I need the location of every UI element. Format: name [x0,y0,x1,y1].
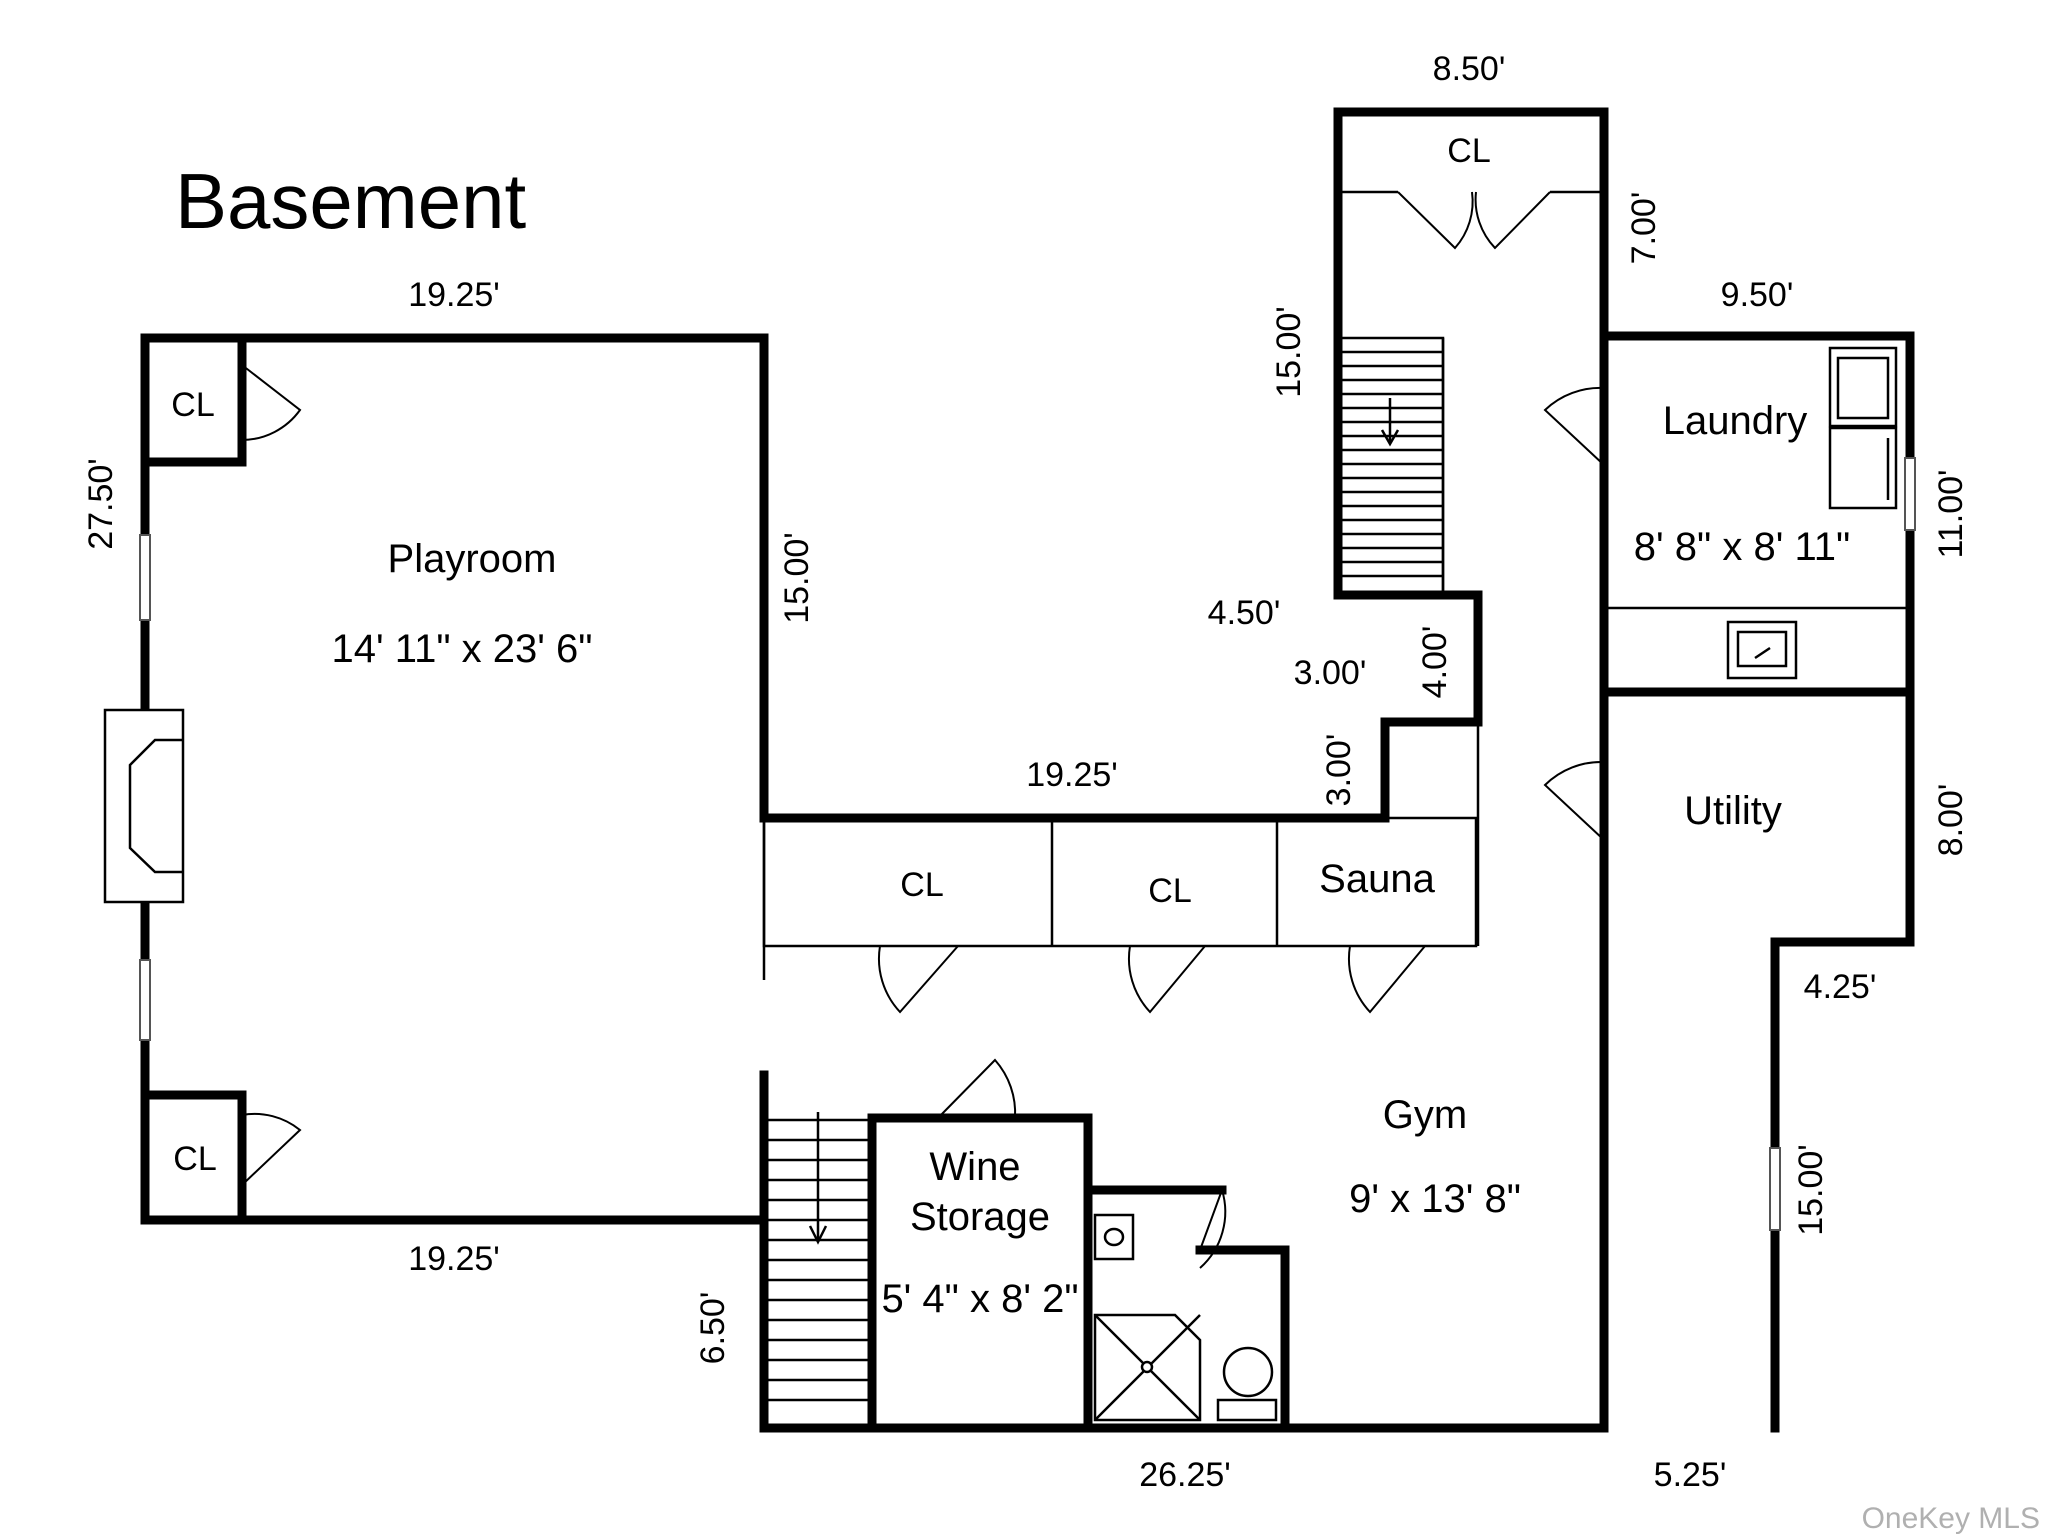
middle-walls [759,107,1609,948]
gym-size: 9' x 13' 8" [1349,1177,1521,1221]
dim-playroom-bottom: 19.25' [408,1240,500,1278]
bathroom [1088,1186,1278,1422]
closet-label-playroom-top: CL [171,386,214,424]
playroom-closet-top [140,333,302,467]
laundry-label: Laundry [1663,399,1808,443]
right-walls [1599,331,1915,1433]
wine-storage-door [937,1058,1017,1119]
dim-step-b: 4.00' [1416,626,1454,699]
closet-label-playroom-bottom: CL [173,1140,216,1178]
dim-playroom-left: 27.50' [82,458,120,550]
dim-stair-closet-depth: 7.00' [1625,192,1663,265]
closet-label-top: CL [1447,132,1490,170]
dim-top-stair-width: 8.50' [1433,50,1506,88]
toilet-icon [1222,1346,1274,1398]
dim-lower-right: 15.00' [1792,1144,1830,1236]
sink-icon [1093,1213,1135,1261]
playroom-closet-bottom [140,1090,302,1225]
dim-landing-width: 4.50' [1208,594,1281,632]
dim-step-a: 3.00' [1294,654,1367,692]
playroom-walls [140,333,769,1225]
watermark: OneKey MLS [1862,1502,2040,1535]
closet-label-middle-1: CL [900,866,943,904]
laundry-size: 8' 8" x 8' 11" [1634,525,1850,569]
dim-bottom-wall: 26.25' [1139,1456,1231,1494]
dim-step-c: 3.00' [1320,734,1358,807]
dim-bottom-right: 5.25' [1654,1456,1727,1494]
right-doors [1543,386,1605,841]
dim-laundry-right: 11.00' [1932,469,1970,558]
playroom-label: Playroom [388,537,557,581]
upper-stairs [1336,336,1445,595]
dim-stair-length: 15.00' [1270,306,1308,398]
utility-sink-icon [1726,620,1798,680]
right-windows [1769,457,1916,1231]
closet-label-middle-2: CL [1148,872,1191,910]
dim-lower-stair: 6.50' [694,1292,732,1365]
wine-label-line2: Storage [910,1195,1050,1239]
lower-stairs [764,1112,872,1402]
dim-mid-wall: 19.25' [1026,756,1118,794]
dim-utility-right: 8.00' [1932,784,1970,857]
dim-playroom-right: 15.00' [778,532,816,624]
utility-label: Utility [1684,789,1782,833]
playroom-size: 14' 11" x 23' 6" [332,627,593,671]
fireplace-icon [103,708,185,904]
dim-jog: 4.25' [1804,968,1877,1006]
top-closet [1338,190,1604,250]
wine-size: 5' 4" x 8' 2" [881,1277,1078,1321]
dim-playroom-top: 19.25' [408,276,500,314]
plan-title: Basement [175,157,527,245]
gym-label: Gym [1383,1093,1467,1137]
washer-dryer-icon [1828,346,1898,510]
middle-closet-doors [877,945,1426,1014]
playroom-windows [139,534,151,1041]
dim-laundry-width: 9.50' [1721,276,1794,314]
sauna-label: Sauna [1319,857,1435,901]
wine-label-line1: Wine [929,1145,1020,1189]
